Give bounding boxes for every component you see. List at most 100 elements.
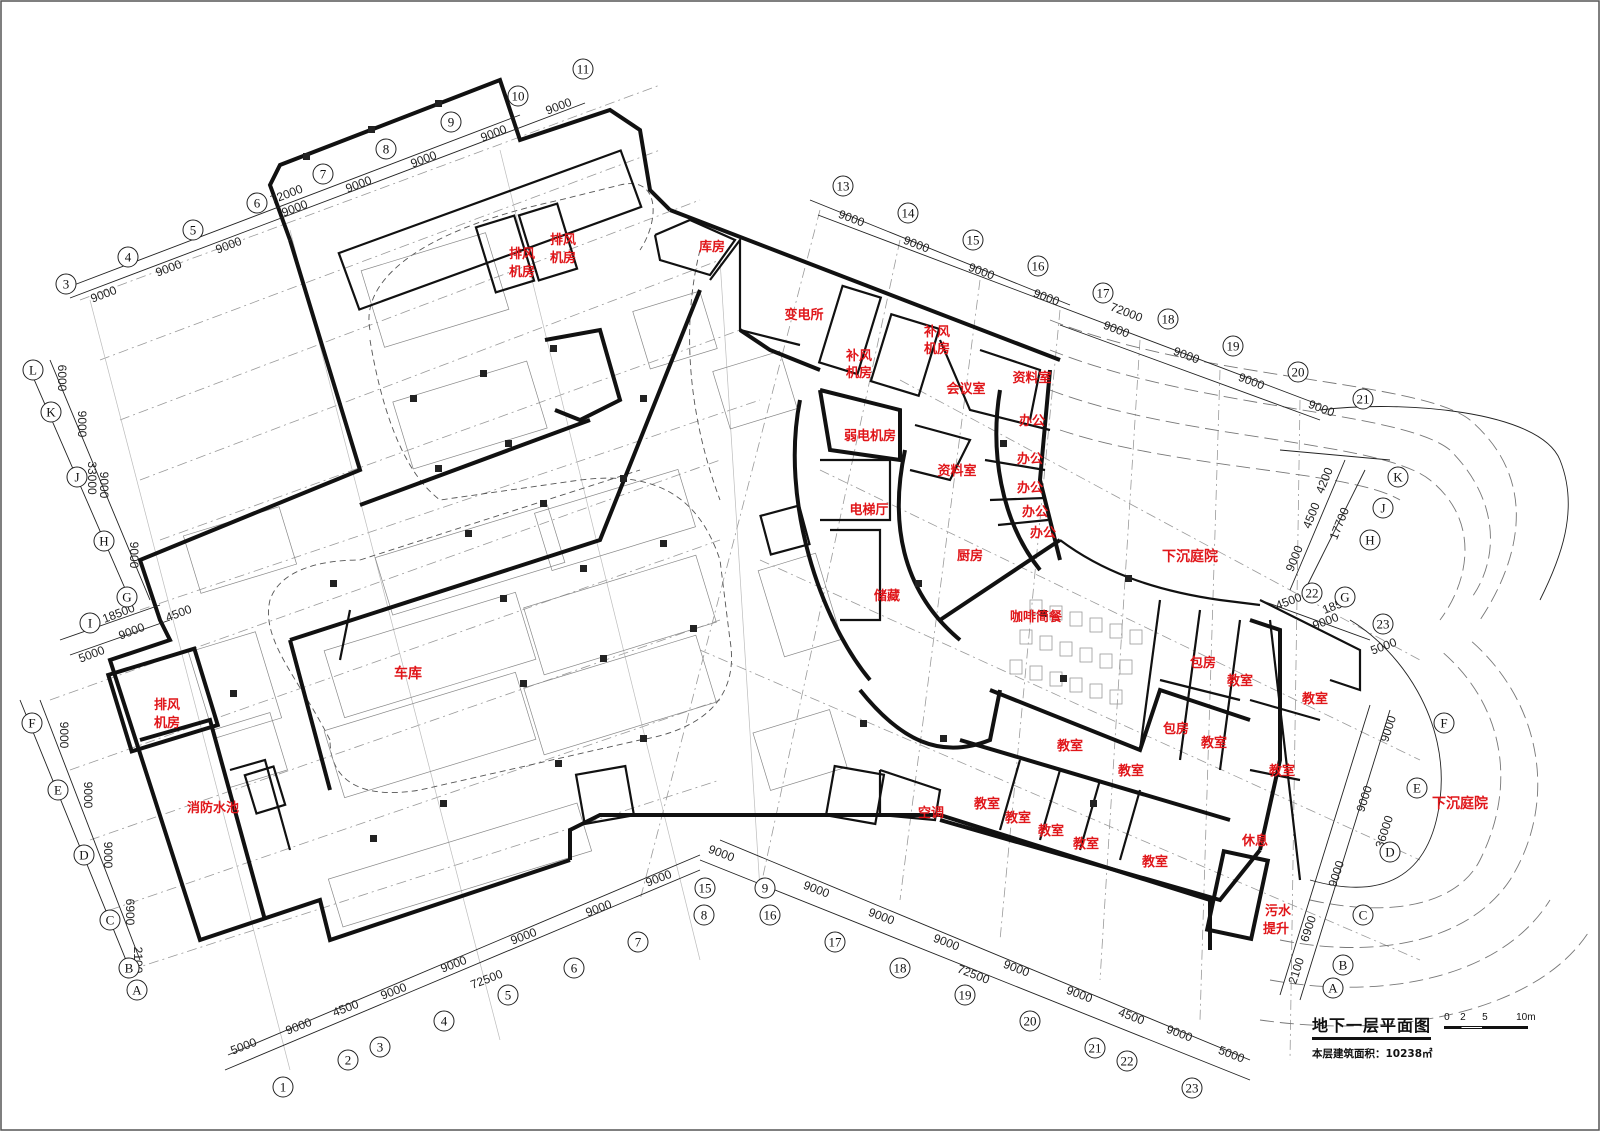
dim-text: 9000 <box>101 842 115 869</box>
scale-tick: 5 <box>1482 1012 1488 1023</box>
svg-text:20: 20 <box>1024 1014 1037 1029</box>
room-label-warehouse: 库房 <box>699 239 725 255</box>
svg-text:K: K <box>46 405 56 420</box>
room-label-archive: 资料室 <box>1012 370 1051 386</box>
axis-bubble: G <box>116 586 138 608</box>
axis-bubble: K <box>40 401 62 423</box>
svg-text:8: 8 <box>701 908 708 923</box>
room-label-classroom: 教室 <box>1301 691 1328 707</box>
room-labels: 排风 机房 排风 机房 库房 变电所 补风 机房 补风 机房 会议室 资料室 办… <box>154 232 1488 937</box>
room-label-storage: 储藏 <box>873 588 900 604</box>
dim-text: 4500 <box>1116 1005 1146 1028</box>
svg-text:A: A <box>1328 981 1338 996</box>
room-label-garage: 车库 <box>394 665 422 682</box>
dim-text: 9000 <box>1325 859 1347 889</box>
axis-bubble: C <box>1352 904 1374 926</box>
axis-bubble: 2 <box>337 1049 359 1071</box>
dim-text: 9000 <box>154 257 184 280</box>
room-label-exhaust-fan: 机房 <box>154 715 180 731</box>
svg-text:22: 22 <box>1121 1054 1134 1069</box>
axis-bubble: 16 <box>1027 255 1049 277</box>
floor-area-label: 本层建筑面积：10238㎡ <box>1312 1048 1433 1060</box>
svg-text:7: 7 <box>635 935 642 950</box>
svg-text:J: J <box>1380 501 1385 516</box>
scale-bar-graphic <box>1444 1026 1529 1029</box>
axis-bubble: 17 <box>1092 282 1114 304</box>
room-label-classroom: 教室 <box>1226 673 1253 689</box>
room-label-exhaust-fan: 排风 <box>509 246 535 262</box>
axis-bubble: F <box>1433 712 1455 734</box>
room-label-archive: 资料室 <box>937 463 976 479</box>
room-label-private-room: 包房 <box>1190 655 1216 671</box>
room-label-kitchen: 厨房 <box>957 548 983 564</box>
axis-bubble: 21 <box>1352 388 1374 410</box>
svg-text:B: B <box>1339 958 1348 973</box>
svg-text:A: A <box>132 983 142 998</box>
dim-text: 9000 <box>117 620 147 643</box>
svg-text:9: 9 <box>448 115 455 130</box>
svg-text:E: E <box>1413 781 1421 796</box>
dim-text: 9000 <box>1031 286 1061 309</box>
svg-text:19: 19 <box>1227 339 1240 354</box>
room-label-classroom: 教室 <box>1268 763 1295 779</box>
room-label-substation: 变电所 <box>784 307 823 323</box>
room-label-classroom: 教室 <box>973 796 1000 812</box>
axis-bubble: 16 <box>759 904 781 926</box>
dim-text: 4500 <box>1300 500 1323 530</box>
room-label-supply-fan: 机房 <box>924 341 950 357</box>
axis-bubble: H <box>1359 529 1381 551</box>
svg-text:18: 18 <box>894 961 907 976</box>
dim-text: 9000 <box>1353 784 1375 814</box>
room-label-supply-fan: 补风 <box>923 324 950 340</box>
axis-bubble: 20 <box>1019 1010 1041 1032</box>
axis-bubble: 8 <box>375 138 397 160</box>
dim-text: 6900 <box>123 899 137 926</box>
dim-text: 9000 <box>344 173 374 196</box>
svg-text:18: 18 <box>1162 312 1175 327</box>
dim-text: 9000 <box>89 283 119 306</box>
svg-text:9: 9 <box>762 881 769 896</box>
room-label-office: 办公 <box>1017 480 1043 496</box>
axis-bubble: K <box>1387 466 1409 488</box>
svg-text:J: J <box>74 470 79 485</box>
svg-text:G: G <box>1340 590 1349 605</box>
svg-text:2: 2 <box>345 1053 352 1068</box>
axis-bubble: 19 <box>954 984 976 1006</box>
svg-text:4: 4 <box>125 250 132 265</box>
room-label-exhaust-fan: 排风 <box>154 697 180 713</box>
svg-text:17: 17 <box>1097 286 1111 301</box>
axis-bubble: 15 <box>694 877 716 899</box>
room-label-elevator-hall: 电梯厅 <box>849 502 888 518</box>
svg-text:11: 11 <box>577 62 590 77</box>
room-label-classroom: 教室 <box>1037 823 1064 839</box>
axis-bubble: 18 <box>1157 308 1179 330</box>
axis-bubble: 8 <box>693 904 715 926</box>
svg-text:7: 7 <box>320 167 327 182</box>
axis-bubble: 9 <box>754 877 776 899</box>
axis-bubble: 7 <box>627 931 649 953</box>
axis-bubble: A <box>1322 977 1344 999</box>
svg-text:5: 5 <box>190 223 197 238</box>
axis-bubble: 4 <box>117 246 139 268</box>
room-label-office: 办公 <box>1022 504 1048 520</box>
svg-text:3: 3 <box>63 277 70 292</box>
axis-bubble: 3 <box>369 1036 391 1058</box>
room-label-classroom: 教室 <box>1200 735 1227 751</box>
dim-text: 9000 <box>1001 957 1031 980</box>
axis-bubble: D <box>73 844 95 866</box>
room-label-sunken-courtyard: 下沉庭院 <box>1432 795 1488 812</box>
dim-text: 9000 <box>1101 318 1131 341</box>
room-label-classroom: 教室 <box>1004 810 1031 826</box>
svg-text:20: 20 <box>1292 365 1305 380</box>
scale-tick: 2 <box>1460 1012 1466 1023</box>
axis-bubble: I <box>79 612 101 634</box>
axis-bubble: 1 <box>272 1076 294 1098</box>
axis-bubble: 22 <box>1116 1050 1138 1072</box>
axis-bubble: 10 <box>507 85 529 107</box>
axis-bubble: C <box>99 909 121 931</box>
svg-text:1: 1 <box>280 1080 287 1095</box>
axis-bubble: E <box>47 779 69 801</box>
svg-text:L: L <box>29 363 37 378</box>
svg-text:13: 13 <box>837 179 850 194</box>
